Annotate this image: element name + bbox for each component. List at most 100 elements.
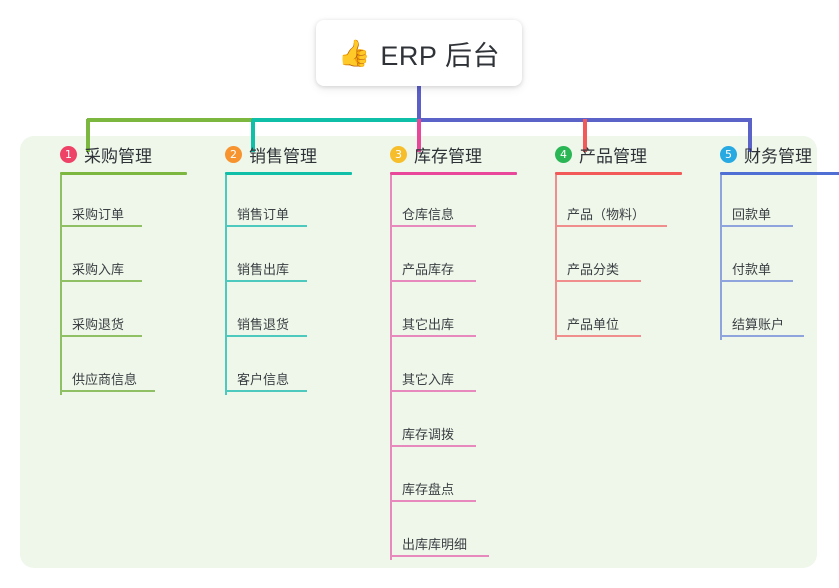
list-item[interactable]: 产品库存: [390, 232, 517, 287]
list-item[interactable]: 采购订单: [60, 177, 187, 232]
list-item[interactable]: 其它入库: [390, 342, 517, 397]
leaf-label: 库存调拨: [402, 427, 455, 442]
leaf-label: 产品（物料）: [567, 207, 646, 222]
leaf-list-inventory: 仓库信息 产品库存 其它出库 其它入库 库存调拨: [390, 175, 517, 562]
root-node-content: 👍 ERP 后台: [338, 34, 500, 73]
leaf-label: 采购入库: [72, 262, 125, 277]
leaf-underline: [390, 555, 489, 557]
branch-number-badge: 4: [555, 145, 572, 163]
leaf-underline: [390, 335, 476, 337]
leaf-underline: [60, 335, 142, 337]
branch-title: 产品管理: [579, 146, 647, 166]
branch-number-badge: 5: [720, 145, 737, 163]
leaf-label: 销售订单: [237, 207, 290, 222]
leaf-label: 仓库信息: [402, 207, 455, 222]
list-item[interactable]: 库存调拨: [390, 397, 517, 452]
leaf-list-purchasing: 采购订单 采购入库 采购退货 供应商信息: [60, 175, 187, 397]
branch-column-finance: 5 财务管理 回款单 付款单 结算账户: [700, 136, 839, 342]
branch-column-sales: 2 销售管理 销售订单 销售出库 销售退货 客户信息: [205, 136, 352, 397]
list-item[interactable]: 结算账户: [720, 287, 839, 342]
leaf-label: 其它出库: [402, 317, 455, 332]
leaf-label: 出库库明细: [402, 537, 468, 552]
root-node-card[interactable]: 👍 ERP 后台: [316, 20, 522, 86]
branch-underline: [60, 172, 187, 175]
list-item[interactable]: 供应商信息: [60, 342, 187, 397]
leaf-underline: [60, 390, 155, 392]
leaf-underline: [720, 225, 793, 227]
branch-header-finance[interactable]: 5 财务管理: [700, 136, 839, 172]
leaf-underline: [390, 280, 476, 282]
branch-stem: [60, 175, 62, 395]
branch-header-product[interactable]: 4 产品管理: [535, 136, 682, 172]
leaf-list-finance: 回款单 付款单 结算账户: [720, 175, 839, 342]
list-item[interactable]: 销售退货: [225, 287, 352, 342]
leaf-underline: [555, 225, 667, 227]
leaf-underline: [390, 445, 476, 447]
leaf-underline: [225, 390, 307, 392]
thumbs-up-icon: 👍: [338, 38, 371, 68]
list-item[interactable]: 销售订单: [225, 177, 352, 232]
leaf-label: 回款单: [732, 207, 772, 222]
leaf-label: 采购订单: [72, 207, 125, 222]
branch-underline: [225, 172, 352, 175]
list-item[interactable]: 付款单: [720, 232, 839, 287]
leaf-label: 产品库存: [402, 262, 455, 277]
branch-stem: [720, 175, 722, 340]
branch-column-purchasing: 1 采购管理 采购订单 采购入库 采购退货 供应商信: [40, 136, 187, 397]
list-item[interactable]: 产品单位: [555, 287, 682, 342]
leaf-underline: [720, 280, 793, 282]
leaf-label: 产品分类: [567, 262, 620, 277]
leaf-underline: [390, 500, 476, 502]
leaf-underline: [225, 335, 307, 337]
leaf-label: 采购退货: [72, 317, 125, 332]
root-node-title: ERP 后台: [380, 40, 500, 71]
list-item[interactable]: 产品（物料）: [555, 177, 682, 232]
branch-column-inventory: 3 库存管理 仓库信息 产品库存 其它出库 其它入库: [370, 136, 517, 562]
list-item[interactable]: 库存盘点: [390, 452, 517, 507]
branch-number-badge: 2: [225, 145, 242, 163]
branch-underline: [390, 172, 517, 175]
leaf-underline: [225, 225, 307, 227]
branch-header-sales[interactable]: 2 销售管理: [205, 136, 352, 172]
branch-header-purchasing[interactable]: 1 采购管理: [40, 136, 187, 172]
leaf-underline: [225, 280, 307, 282]
list-item[interactable]: 产品分类: [555, 232, 682, 287]
branch-number-badge: 3: [390, 145, 407, 163]
leaf-underline: [555, 335, 641, 337]
leaf-label: 销售退货: [237, 317, 290, 332]
leaf-label: 其它入库: [402, 372, 455, 387]
list-item[interactable]: 采购入库: [60, 232, 187, 287]
leaf-label: 结算账户: [732, 317, 785, 332]
leaf-underline: [555, 280, 641, 282]
list-item[interactable]: 其它出库: [390, 287, 517, 342]
branch-underline: [555, 172, 682, 175]
list-item[interactable]: 出库库明细: [390, 507, 517, 562]
branch-title: 库存管理: [414, 146, 482, 166]
leaf-label: 供应商信息: [72, 372, 138, 387]
leaf-underline: [720, 335, 804, 337]
list-item[interactable]: 采购退货: [60, 287, 187, 342]
leaf-label: 销售出库: [237, 262, 290, 277]
branch-title: 销售管理: [249, 146, 317, 166]
branch-title: 采购管理: [84, 146, 152, 166]
branch-number-badge: 1: [60, 145, 77, 163]
leaf-underline: [390, 225, 476, 227]
list-item[interactable]: 客户信息: [225, 342, 352, 397]
leaf-list-sales: 销售订单 销售出库 销售退货 客户信息: [225, 175, 352, 397]
branch-title: 财务管理: [744, 146, 812, 166]
leaf-label: 产品单位: [567, 317, 620, 332]
list-item[interactable]: 回款单: [720, 177, 839, 232]
leaf-list-product: 产品（物料） 产品分类 产品单位: [555, 175, 682, 342]
leaf-label: 库存盘点: [402, 482, 455, 497]
branch-underline: [720, 172, 839, 175]
leaf-label: 客户信息: [237, 372, 290, 387]
branch-columns: 1 采购管理 采购订单 采购入库 采购退货 供应商信: [20, 136, 839, 568]
leaf-underline: [390, 390, 476, 392]
branch-panel-background: [20, 136, 817, 568]
list-item[interactable]: 销售出库: [225, 232, 352, 287]
leaf-underline: [60, 280, 142, 282]
list-item[interactable]: 仓库信息: [390, 177, 517, 232]
leaf-underline: [60, 225, 142, 227]
branch-header-inventory[interactable]: 3 库存管理: [370, 136, 517, 172]
